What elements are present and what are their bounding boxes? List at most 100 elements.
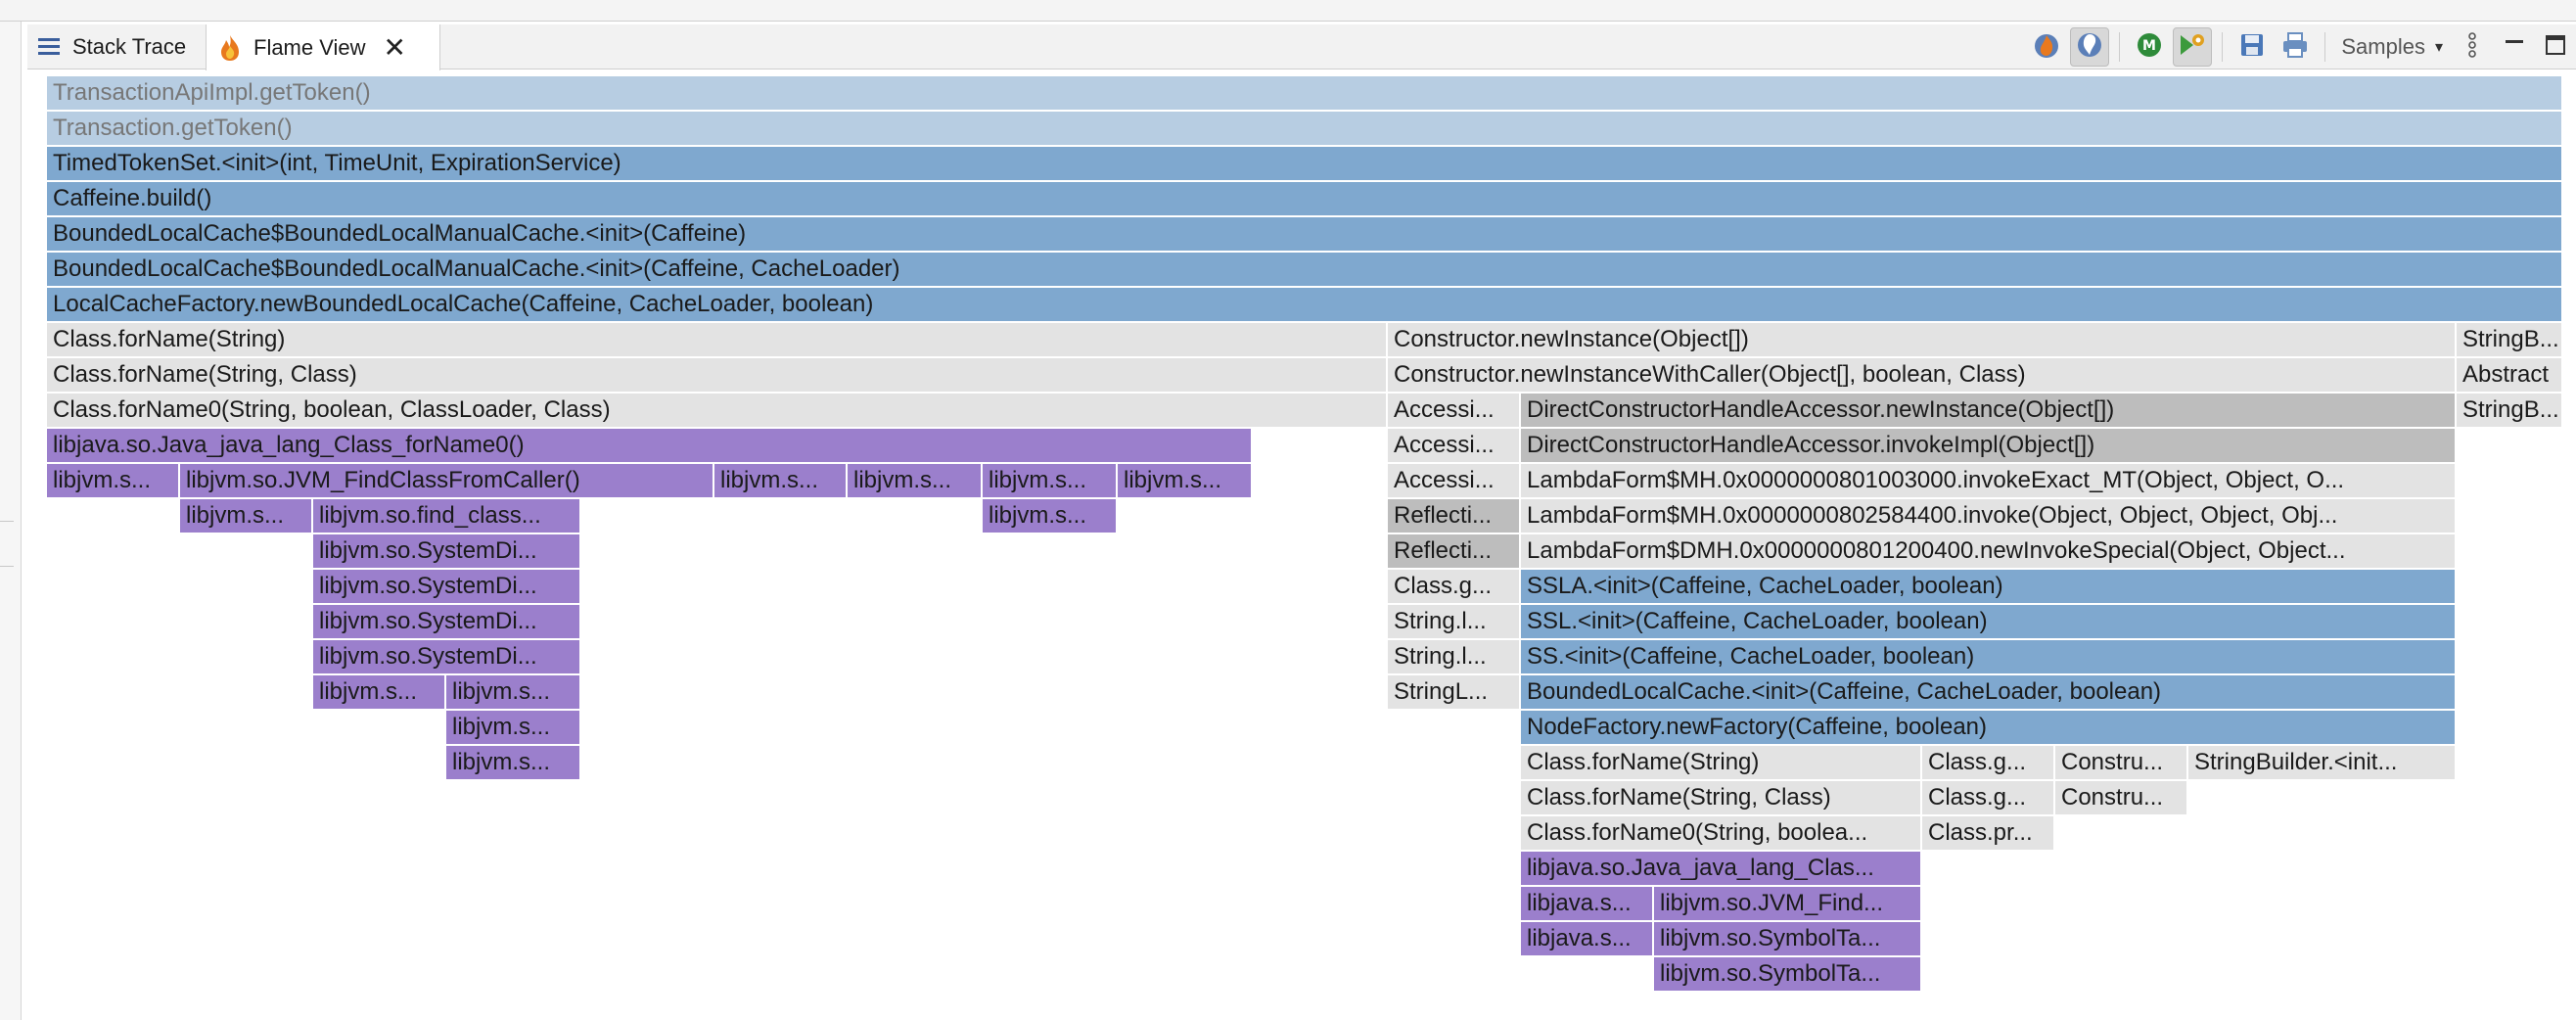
left-gutter xyxy=(0,22,22,1020)
flame-frame[interactable]: libjvm.s... xyxy=(446,711,581,744)
flame-frame[interactable]: BoundedLocalCache$BoundedLocalManualCach… xyxy=(47,217,2563,251)
samples-label: Samples xyxy=(2341,34,2425,59)
flame-frame[interactable]: libjvm.so.SystemDi... xyxy=(313,640,581,673)
tab-label: Flame View xyxy=(253,34,366,60)
flame-frame[interactable]: Abstract xyxy=(2457,358,2563,392)
flame-frame[interactable]: StringB... xyxy=(2457,394,2563,427)
flame-frame[interactable]: libjvm.so.SystemDi... xyxy=(313,570,581,603)
flame-frame[interactable]: Reflecti... xyxy=(1388,534,1521,568)
flame-frame[interactable]: SS.<init>(Caffeine, CacheLoader, boolean… xyxy=(1521,640,2457,673)
minimize-button[interactable] xyxy=(2494,27,2535,67)
flame-frame[interactable]: String.l... xyxy=(1388,605,1521,638)
flame-frame[interactable]: Class.g... xyxy=(1388,570,1521,603)
flame-frame[interactable]: BoundedLocalCache$BoundedLocalManualCach… xyxy=(47,253,2563,286)
flame-frame[interactable]: libjvm.so.find_class... xyxy=(313,499,581,533)
flame-frame[interactable]: Caffeine.build() xyxy=(47,182,2563,215)
close-icon[interactable]: ✕ xyxy=(383,31,406,63)
flame-frame[interactable]: libjvm.s... xyxy=(714,464,848,497)
flame-frame[interactable]: SSLA.<init>(Caffeine, CacheLoader, boole… xyxy=(1521,570,2457,603)
flame-frame[interactable]: SSL.<init>(Caffeine, CacheLoader, boolea… xyxy=(1521,605,2457,638)
tab-bar: Stack Trace Flame View ✕ xyxy=(27,24,2576,70)
flame-frame[interactable]: LambdaForm$DMH.0x0000000801200400.newInv… xyxy=(1521,534,2457,568)
flame-frame[interactable]: StringL... xyxy=(1388,675,1521,709)
flame-frame[interactable]: LocalCacheFactory.newBoundedLocalCache(C… xyxy=(47,288,2563,321)
flame-frame[interactable]: Class.forName0(String, boolean, ClassLoa… xyxy=(47,394,1388,427)
flame-frame[interactable]: BoundedLocalCache.<init>(Caffeine, Cache… xyxy=(1521,675,2457,709)
flame-frame[interactable]: Class.forName0(String, boolea... xyxy=(1521,816,1922,850)
svg-text:M: M xyxy=(2142,38,2156,54)
flame-frame[interactable]: Class.pr... xyxy=(1922,816,2055,850)
flame-frame[interactable]: Constru... xyxy=(2055,746,2188,779)
flame-frame[interactable]: libjvm.so.JVM_Find... xyxy=(1654,887,1922,920)
toolbar-separator xyxy=(2119,32,2121,62)
method-button[interactable]: M xyxy=(2130,27,2169,67)
flame-graph-button[interactable] xyxy=(2027,27,2066,67)
gutter-mark xyxy=(0,566,14,567)
samples-dropdown[interactable]: Samples ▾ xyxy=(2333,27,2451,67)
flame-frame[interactable]: Constructor.newInstanceWithCaller(Object… xyxy=(1388,358,2457,392)
flame-frame[interactable]: libjvm.s... xyxy=(313,675,446,709)
flame-frame[interactable]: libjava.s... xyxy=(1521,887,1654,920)
flame-frame[interactable]: libjvm.s... xyxy=(983,499,1118,533)
flame-frame[interactable]: Accessi... xyxy=(1388,464,1521,497)
flame-frame[interactable]: Accessi... xyxy=(1388,394,1521,427)
more-options-icon xyxy=(2466,30,2478,65)
flame-frame[interactable]: Constru... xyxy=(2055,781,2188,814)
flame-graph-icon xyxy=(2032,30,2061,65)
flame-frame[interactable]: NodeFactory.newFactory(Caffeine, boolean… xyxy=(1521,711,2457,744)
flame-frame[interactable]: libjvm.s... xyxy=(180,499,313,533)
flame-frame[interactable]: Class.g... xyxy=(1922,746,2055,779)
list-icon xyxy=(35,33,63,61)
flame-frame[interactable]: LambdaForm$MH.0x0000000801003000.invokeE… xyxy=(1521,464,2457,497)
flame-frame[interactable]: libjvm.s... xyxy=(446,746,581,779)
flame-graph: TransactionApiImpl.getToken() Transactio… xyxy=(47,76,2576,997)
tab-stack-trace[interactable]: Stack Trace xyxy=(27,24,204,70)
more-options-button[interactable] xyxy=(2453,27,2492,67)
flame-frame[interactable]: libjvm.so.JVM_FindClassFromCaller() xyxy=(180,464,714,497)
flame-frame[interactable]: String.l... xyxy=(1388,640,1521,673)
top-window-strip xyxy=(0,0,2576,22)
flame-frame[interactable]: libjvm.so.SystemDi... xyxy=(313,534,581,568)
flame-frame[interactable]: Constructor.newInstance(Object[]) xyxy=(1388,323,2457,356)
flame-frame[interactable]: libjvm.s... xyxy=(1118,464,1253,497)
toolbar: M Samples ▾ xyxy=(2025,24,2576,70)
flame-frame[interactable]: StringBuilder.<init... xyxy=(2188,746,2457,779)
print-button[interactable] xyxy=(2276,27,2315,67)
flame-frame[interactable]: DirectConstructorHandleAccessor.invokeIm… xyxy=(1521,429,2457,462)
save-button[interactable] xyxy=(2232,27,2272,67)
flame-frame[interactable]: Class.forName(String) xyxy=(47,323,1388,356)
flame-frame[interactable]: libjvm.so.SymbolTa... xyxy=(1654,922,1922,955)
flame-frame[interactable]: libjvm.so.SymbolTa... xyxy=(1654,957,1922,991)
flame-frame[interactable]: TransactionApiImpl.getToken() xyxy=(47,76,2563,110)
flame-frame[interactable]: Class.forName(String) xyxy=(1521,746,1922,779)
run-settings-button[interactable] xyxy=(2173,27,2213,67)
flame-frame[interactable]: TimedTokenSet.<init>(int, TimeUnit, Expi… xyxy=(47,147,2563,180)
flame-frame[interactable]: libjvm.s... xyxy=(47,464,180,497)
flame-frame[interactable]: libjava.so.Java_java_lang_Class_forName0… xyxy=(47,429,1253,462)
flame-frame[interactable]: libjvm.s... xyxy=(848,464,983,497)
flame-frame[interactable]: DirectConstructorHandleAccessor.newInsta… xyxy=(1521,394,2457,427)
tab-label: Stack Trace xyxy=(72,34,187,59)
flame-frame[interactable]: Reflecti... xyxy=(1388,499,1521,533)
tab-flame-view[interactable]: Flame View ✕ xyxy=(206,24,440,70)
flame-frame[interactable]: Accessi... xyxy=(1388,429,1521,462)
icicle-graph-button[interactable] xyxy=(2070,27,2110,67)
toolbar-separator xyxy=(2324,32,2326,62)
minimize-icon xyxy=(2504,34,2525,61)
flame-frame[interactable]: libjava.s... xyxy=(1521,922,1654,955)
flame-icon xyxy=(216,34,244,62)
flame-frame[interactable]: Class.forName(String, Class) xyxy=(1521,781,1922,814)
flame-frame[interactable]: LambdaForm$MH.0x0000000802584400.invoke(… xyxy=(1521,499,2457,533)
flame-frame[interactable]: libjvm.s... xyxy=(983,464,1118,497)
flame-frame[interactable]: libjvm.so.SystemDi... xyxy=(313,605,581,638)
flame-frame[interactable]: Class.forName(String, Class) xyxy=(47,358,1388,392)
flame-frame[interactable]: libjvm.s... xyxy=(446,675,581,709)
flame-frame[interactable]: Transaction.getToken() xyxy=(47,112,2563,145)
save-icon xyxy=(2238,31,2266,64)
maximize-button[interactable] xyxy=(2535,27,2576,67)
flame-frame[interactable]: libjava.so.Java_java_lang_Clas... xyxy=(1521,852,1922,885)
flame-frame[interactable]: Class.g... xyxy=(1922,781,2055,814)
flame-frame[interactable]: StringB... xyxy=(2457,323,2563,356)
gutter-mark xyxy=(0,521,14,522)
